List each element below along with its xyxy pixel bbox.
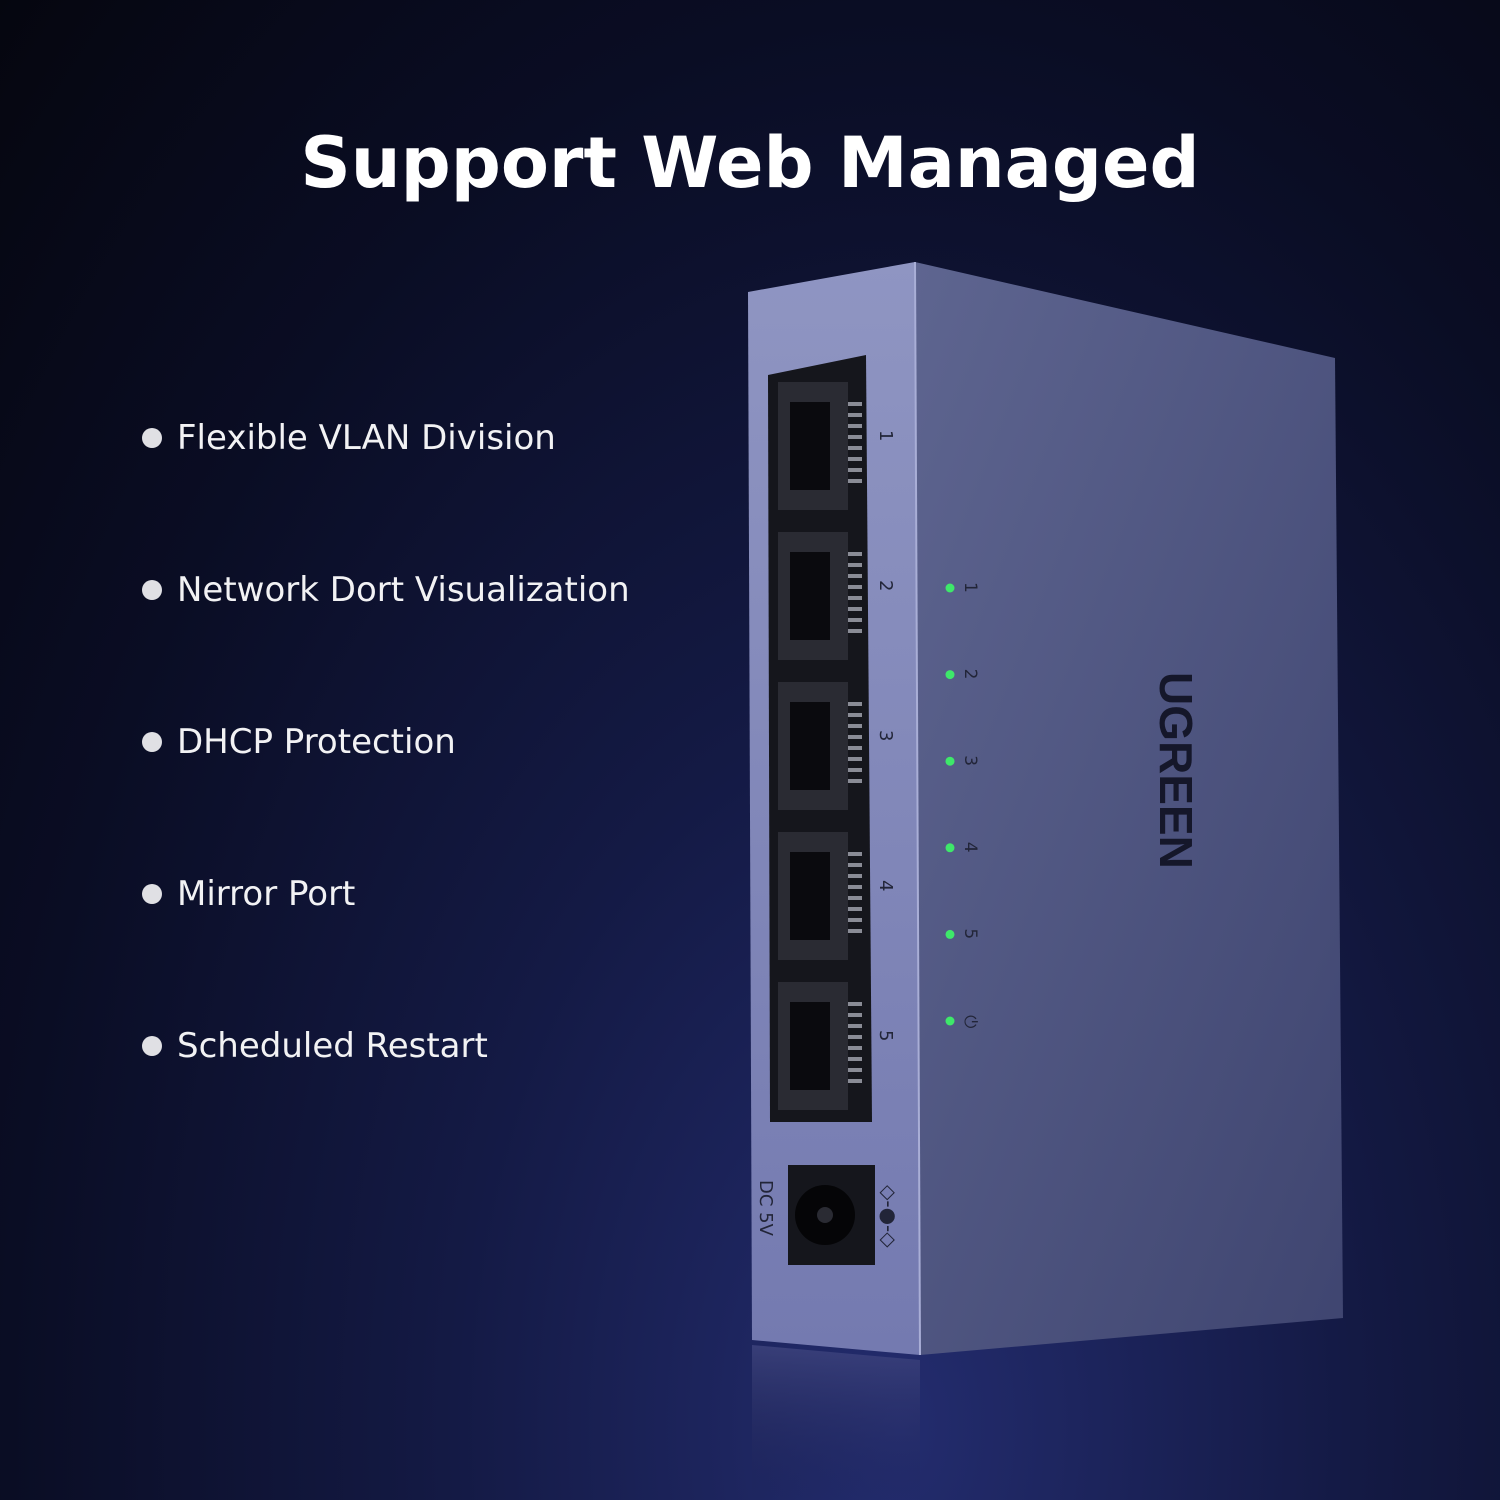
status-led [945,843,955,853]
bullet-icon [142,732,162,752]
feature-label: Network Dort Visualization [177,570,630,610]
port-label: 5 [875,1030,896,1041]
led-label: 1 [960,582,980,593]
feature-label: Mirror Port [177,874,356,914]
ethernet-port: 3 [778,682,896,810]
bullet-icon [142,428,162,448]
reflection [752,1345,920,1500]
status-led [945,1016,955,1026]
ethernet-port: 1 [778,382,896,510]
port-label: 3 [875,730,896,741]
feature-label: DHCP Protection [177,722,456,762]
ethernet-port: 4 [778,832,896,960]
status-led [945,929,955,939]
status-led [945,756,955,766]
feature-item: DHCP Protection [142,722,456,762]
switch-side-face [915,262,1343,1355]
status-led [945,583,955,593]
brand-logo: UGREEN [1150,672,1202,869]
page-title: Support Web Managed [300,122,1200,204]
led-label: 4 [960,842,980,853]
feature-label: Scheduled Restart [177,1026,488,1066]
power-label: DC 5V [755,1180,776,1237]
feature-item: Mirror Port [142,874,355,914]
ethernet-port: 5 [778,982,896,1110]
feature-item: Scheduled Restart [142,1026,488,1066]
led-label: 5 [960,928,980,939]
led-label: 3 [960,755,980,766]
led-label: 2 [960,669,980,680]
port-label: 2 [875,580,896,591]
bullet-icon [142,1036,162,1056]
polarity-icon: ◇-●-◇ [877,1185,901,1248]
power-icon: ⏻ [960,1015,980,1029]
bullet-icon [142,580,162,600]
feature-label: Flexible VLAN Division [177,418,556,458]
feature-item: Flexible VLAN Division [142,418,556,458]
bullet-icon [142,884,162,904]
port-label: 4 [875,880,896,891]
port-label: 1 [875,430,896,441]
ethernet-port: 2 [778,532,896,660]
feature-item: Network Dort Visualization [142,570,630,610]
status-led [945,670,955,680]
